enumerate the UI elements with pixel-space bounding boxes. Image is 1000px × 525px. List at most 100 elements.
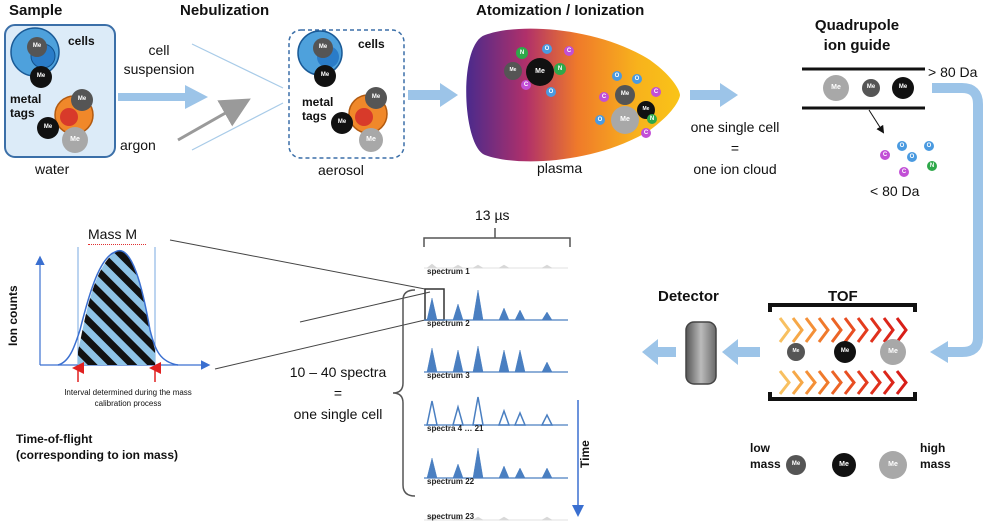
zoom-line-top-connector [299, 291, 431, 323]
tof-chevron [843, 370, 856, 395]
cell-suspension-label: cell suspension [123, 42, 195, 77]
mass-m-label: Mass M [88, 226, 137, 242]
argon-label: argon [120, 137, 156, 153]
spectrum-peak [472, 345, 484, 373]
spectrum-peak [472, 516, 484, 521]
tof-chevron [791, 370, 804, 395]
arrow-tof-to-detector [722, 339, 760, 365]
tof-ion-low [787, 343, 805, 361]
quad-reject-arrow [868, 109, 885, 134]
tof-chevron [882, 317, 895, 343]
peak-curve [57, 249, 179, 366]
metal-label: Me [839, 460, 849, 468]
metal-label: Me [32, 43, 42, 50]
spectrum-peak [541, 311, 553, 321]
spectrum-peak [498, 349, 510, 373]
argon-arrow [177, 98, 251, 142]
time-window-bracket [423, 237, 571, 247]
spectrum-peak [452, 516, 464, 521]
legend-ion-high [879, 451, 907, 479]
metal-label: Me [535, 67, 545, 75]
tof-chevron [791, 317, 804, 343]
atom-label-oxygen: O [926, 142, 932, 149]
detector-title: Detector [658, 288, 719, 305]
low-mass-label: low mass [750, 441, 781, 471]
tof-chevron [830, 370, 843, 395]
atom-label-carbon: C [653, 88, 659, 95]
tof-chevron [895, 370, 908, 395]
gt80-label: > 80 Da [928, 64, 978, 80]
arrow-aerosol-to-plasma [408, 83, 458, 107]
metal-label: Me [70, 135, 80, 143]
metal-label: Me [866, 84, 876, 91]
spectrum-peak [452, 303, 464, 321]
metal-label: Me [831, 83, 841, 91]
spectrum-label: spectrum 3 [427, 371, 470, 380]
tof-chevron [843, 317, 856, 343]
atom-label-oxygen: O [544, 45, 550, 52]
metal-label: Me [888, 347, 898, 355]
spectrum-peak [426, 515, 438, 521]
spectrum-peak [514, 467, 526, 479]
spectrum-peak [426, 297, 438, 321]
atom-label-nitrogen: N [519, 49, 525, 56]
spectrum-label: spectrum 1 [427, 267, 470, 276]
rejected-light-ions [880, 141, 937, 177]
one-cell-ion-cloud-label: one single cell = one ion cloud [690, 119, 780, 177]
spectrum-peak [426, 263, 438, 269]
metal-label: Me [840, 348, 850, 355]
aerosol-cells-label: cells [358, 37, 385, 51]
arrow-sample-to-nebulizer [118, 85, 208, 109]
quad-ion-low [862, 79, 880, 97]
nebulizer-spray-line-bottom [191, 102, 284, 151]
spectrum-label: spectrum 23 [427, 512, 475, 521]
nebulizer-spray-line-top [191, 43, 284, 89]
nebulization-title: Nebulization [180, 2, 270, 19]
atom-label-carbon: C [901, 168, 907, 175]
tof-ion-high [880, 339, 906, 365]
atomization-title: Atomization / Ionization [476, 2, 645, 19]
aerosol-cell-orange [331, 87, 388, 152]
sample-metal-tags-label: metal tags [10, 92, 42, 120]
spectrum-peak [497, 408, 511, 426]
atom-label-carbon: C [566, 47, 572, 54]
tof-bracket-top [768, 303, 917, 312]
tof-chevron [856, 370, 869, 395]
tof-bracket-bottom [768, 392, 917, 401]
spectrum-peak [513, 411, 527, 426]
tof-ion-mid [834, 341, 856, 363]
arrow-plasma-to-quadrupole [690, 83, 738, 107]
metal-label: Me [77, 96, 87, 103]
spectrum-peak [452, 404, 464, 426]
plasma-ion-cloud-left [504, 44, 574, 97]
sample-cell-blue [10, 27, 60, 88]
sample-title: Sample [9, 2, 63, 19]
zoom-line-bottom [214, 319, 426, 370]
spectrum-peak [472, 447, 484, 479]
water-label: water [35, 161, 70, 177]
atom-label-nitrogen: N [929, 162, 935, 169]
spectrum-peak [498, 465, 510, 479]
spectrum-peak [540, 413, 554, 426]
tof-chevron [778, 370, 791, 395]
metal-label: Me [791, 461, 801, 468]
tof-chevron [804, 317, 817, 343]
metal-label: Me [792, 348, 800, 354]
sample-cells-label: cells [68, 34, 95, 48]
peak-hatched-area [78, 250, 155, 365]
metal-label: Me [620, 91, 630, 98]
spectrum-peak [452, 463, 464, 479]
spectrum-label: spectrum 2 [427, 319, 470, 328]
spectrum-peak [426, 457, 438, 479]
atom-label-oxygen: O [548, 88, 554, 95]
tof-chevrons [778, 317, 908, 395]
tof-chevron [869, 370, 882, 395]
time-window-label: 13 µs [475, 207, 510, 223]
aerosol-cell-blue [297, 30, 343, 87]
atom-label-nitrogen: N [557, 65, 563, 72]
metal-label: Me [318, 44, 328, 51]
plasma-label: plasma [537, 160, 583, 176]
atom-label-carbon: C [643, 129, 649, 136]
